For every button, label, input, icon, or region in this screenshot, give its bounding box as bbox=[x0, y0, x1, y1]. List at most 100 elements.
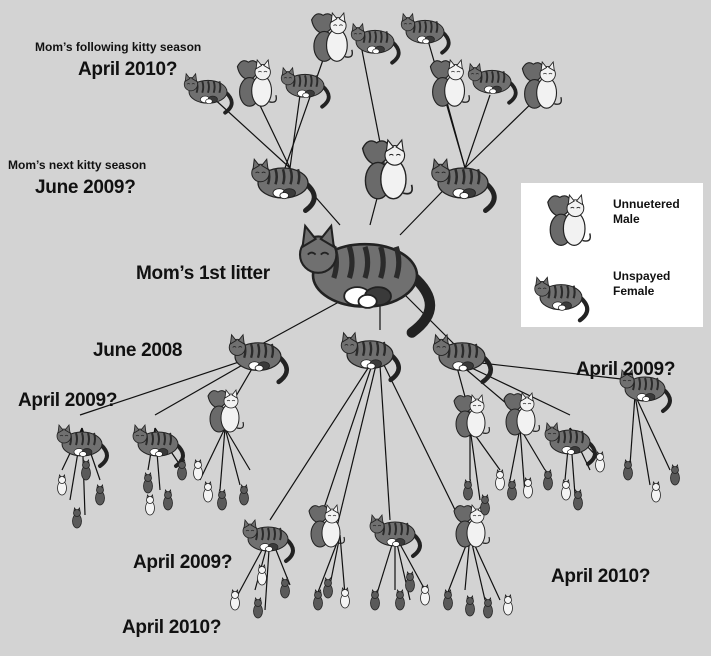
dark-kitten-icon bbox=[143, 472, 153, 494]
female-cat-icon bbox=[183, 72, 234, 115]
tree-edge bbox=[219, 427, 226, 491]
light-kitten-icon bbox=[57, 474, 67, 496]
legend-male-icon bbox=[547, 193, 591, 247]
female-cat-icon bbox=[467, 62, 518, 105]
dark-kitten-icon bbox=[480, 494, 490, 516]
tree-edge bbox=[199, 427, 226, 481]
label-april-2010-bottom-left: April 2010? bbox=[122, 617, 222, 638]
male-cat-pair-icon bbox=[429, 58, 470, 107]
tree-edge bbox=[509, 427, 521, 481]
light-kitten-icon bbox=[145, 494, 155, 516]
tree-edge bbox=[634, 394, 671, 471]
dark-kitten-icon bbox=[405, 571, 415, 593]
female-cat-icon bbox=[432, 333, 494, 385]
female-cat-icon bbox=[132, 424, 185, 468]
label-june-2009: June 2009? bbox=[35, 177, 136, 198]
dark-kitten-icon bbox=[465, 595, 475, 617]
legend-female-label: Unspayed Female bbox=[613, 269, 671, 298]
tree-edge bbox=[444, 94, 466, 169]
male-cat-pair-icon bbox=[521, 60, 562, 109]
light-kitten-icon bbox=[420, 584, 430, 606]
light-kitten-icon bbox=[495, 469, 505, 491]
tree-edge bbox=[79, 354, 261, 416]
female-cat-icon bbox=[56, 424, 109, 468]
dark-kitten-icon bbox=[177, 459, 187, 481]
legend-icons bbox=[534, 193, 591, 323]
label-april-2009-right: April 2009? bbox=[576, 359, 676, 380]
tree-edge bbox=[469, 427, 481, 501]
dark-kitten-icon bbox=[573, 489, 583, 511]
female-cat-icon bbox=[340, 331, 402, 383]
light-kitten-icon bbox=[193, 459, 203, 481]
light-kitten-icon bbox=[340, 587, 350, 609]
female-cat-icon bbox=[431, 158, 497, 213]
light-kitten-icon bbox=[523, 477, 533, 499]
dark-kitten-icon bbox=[395, 589, 405, 611]
tree-edge bbox=[339, 534, 346, 596]
female-cat-icon bbox=[619, 369, 672, 413]
tree-edge bbox=[224, 427, 251, 471]
female-cat-icon bbox=[544, 422, 597, 466]
dark-kitten-icon bbox=[623, 459, 633, 481]
light-kitten-icon bbox=[561, 479, 571, 501]
legend-female-icon bbox=[534, 276, 590, 323]
tree-edge bbox=[634, 394, 651, 486]
dark-kitten-icon bbox=[239, 484, 249, 506]
female-cat-icon bbox=[242, 519, 295, 563]
tree-edge bbox=[334, 364, 377, 536]
male-cat-pair-icon bbox=[453, 504, 490, 548]
male-cat-pair-icon bbox=[453, 394, 490, 438]
label-april-2010-bottom-right: April 2010? bbox=[551, 566, 651, 587]
tree-edge bbox=[254, 94, 291, 169]
male-cat-pair-icon bbox=[361, 138, 413, 200]
male-cat-pair-icon bbox=[236, 58, 277, 107]
dark-kitten-icon bbox=[507, 479, 517, 501]
male-cat-pair-icon bbox=[308, 504, 345, 548]
tree-edge bbox=[269, 364, 371, 521]
female-cat-icon bbox=[228, 333, 290, 385]
dark-kitten-icon bbox=[463, 479, 473, 501]
female-cat-icon bbox=[400, 12, 451, 55]
dark-kitten-icon bbox=[370, 589, 380, 611]
light-kitten-icon bbox=[503, 594, 513, 616]
female-cat-icon bbox=[251, 158, 317, 213]
dark-kitten-icon bbox=[483, 597, 493, 619]
dark-kitten-icon bbox=[253, 597, 263, 619]
light-kitten-icon bbox=[230, 589, 240, 611]
male-cat-pair-icon bbox=[310, 11, 353, 62]
tree-edge bbox=[519, 427, 526, 496]
label-april-2010-top: April 2010? bbox=[78, 59, 178, 80]
tree-edge bbox=[383, 364, 461, 521]
label-april-2009-left: April 2009? bbox=[18, 390, 118, 411]
female-cat-icon bbox=[280, 66, 331, 109]
legend-box: Unnuetered Male Unspayed Female bbox=[521, 183, 703, 327]
male-cat-pair-icon bbox=[207, 389, 244, 433]
dark-kitten-icon bbox=[313, 589, 323, 611]
dark-kitten-icon bbox=[72, 507, 82, 529]
dark-kitten-icon bbox=[280, 577, 290, 599]
tree-edge bbox=[289, 94, 301, 169]
tree-edge bbox=[629, 394, 636, 466]
label-june-2008: June 2008 bbox=[93, 340, 183, 361]
light-kitten-icon bbox=[595, 451, 605, 473]
label-first-litter: Mom’s 1st litter bbox=[136, 263, 270, 284]
dark-kitten-icon bbox=[95, 484, 105, 506]
tree-edge bbox=[314, 534, 341, 601]
light-kitten-icon bbox=[651, 481, 661, 503]
label-next-season: Mom’s next kitty season bbox=[8, 158, 147, 172]
dark-kitten-icon bbox=[543, 469, 553, 491]
tree-edge bbox=[464, 94, 541, 169]
tree-edge bbox=[319, 364, 373, 521]
female-cat-icon bbox=[350, 22, 401, 65]
male-cat-pair-icon bbox=[503, 392, 540, 436]
tree-edge bbox=[224, 427, 241, 486]
tree-edge bbox=[379, 364, 391, 521]
tree-edge bbox=[454, 359, 631, 381]
dark-kitten-icon bbox=[670, 464, 680, 486]
dark-kitten-icon bbox=[81, 459, 91, 481]
dark-kitten-icon bbox=[217, 489, 227, 511]
label-following-season: Mom’s following kitty season bbox=[35, 40, 202, 54]
legend-male-label: Unnuetered Male bbox=[613, 197, 680, 226]
